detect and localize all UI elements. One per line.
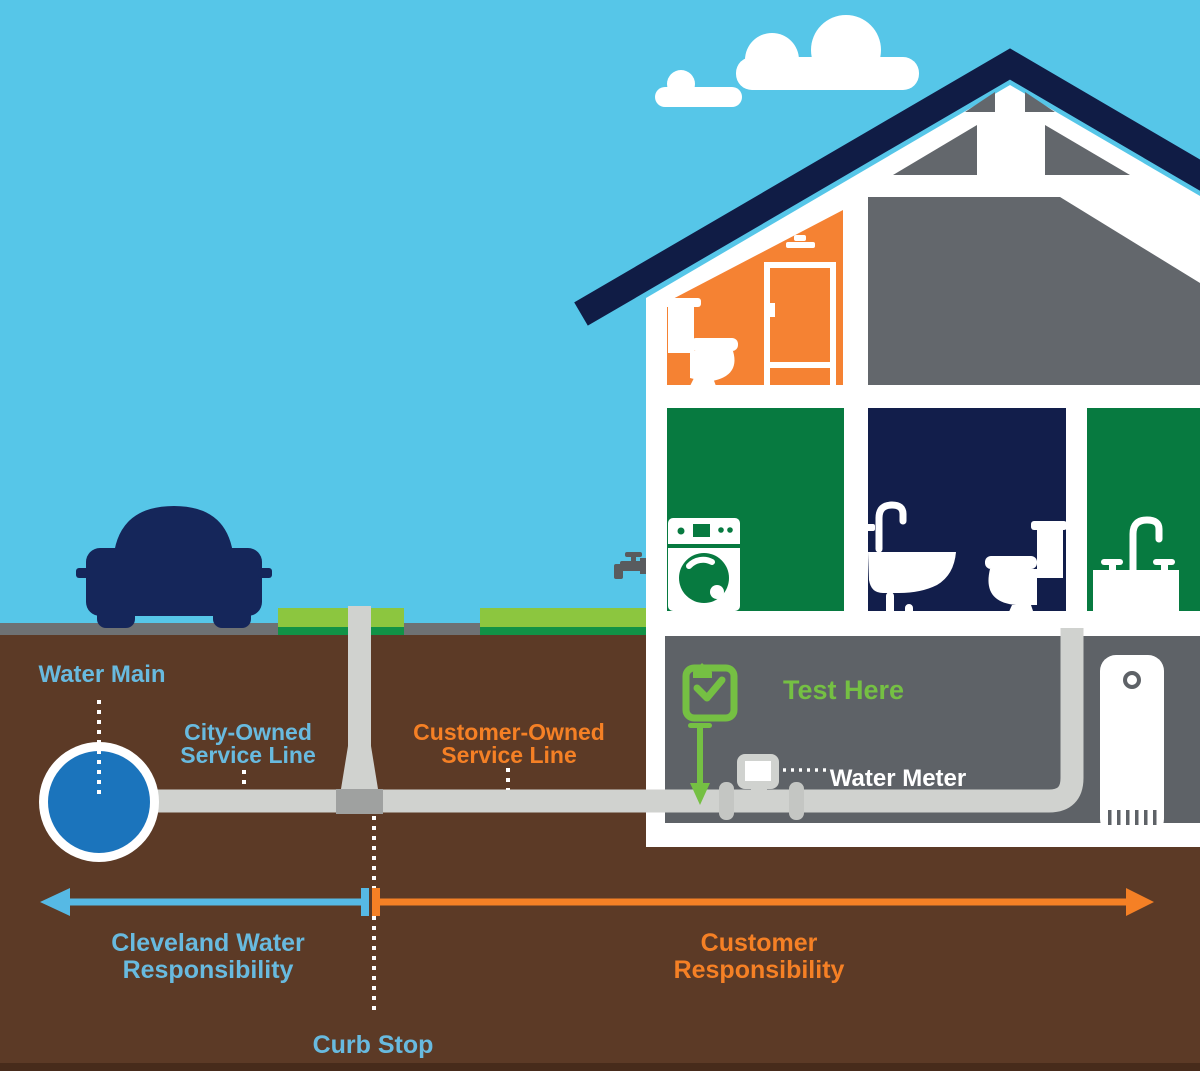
grass-strip-right bbox=[480, 608, 650, 635]
city-owned-label-line1: City-Owned bbox=[184, 719, 312, 745]
gable-truss bbox=[893, 92, 1130, 175]
test-here-arrow bbox=[688, 723, 712, 805]
water-meter-label: Water Meter bbox=[830, 765, 966, 792]
toilet-icon-bathroom bbox=[985, 521, 1067, 614]
pipe-coupling bbox=[789, 782, 804, 820]
pipe-coupling bbox=[719, 782, 734, 820]
kitchen-sink-icon bbox=[1093, 516, 1179, 611]
outdoor-spigot-icon bbox=[614, 552, 646, 579]
cloud-icon-small bbox=[655, 70, 742, 107]
leader-lines bbox=[97, 700, 510, 1012]
water-main-pipe bbox=[39, 742, 159, 862]
water-main-label: Water Main bbox=[38, 661, 165, 688]
shower-head-icon bbox=[786, 235, 815, 248]
customer-owned-label-line1: Customer-Owned bbox=[413, 719, 605, 745]
clipboard-check-icon bbox=[682, 663, 738, 722]
customer-responsibility-label-line2: Responsibility bbox=[674, 956, 845, 984]
curb-stop-assembly bbox=[336, 606, 383, 814]
city-owned-label-line2: Service Line bbox=[180, 742, 316, 768]
customer-responsibility-label-line1: Customer bbox=[701, 929, 818, 957]
cloud-icon-large bbox=[736, 15, 919, 90]
shower-stall-icon bbox=[764, 262, 836, 385]
car-silhouette bbox=[76, 506, 272, 628]
cleveland-responsibility-label-line2: Responsibility bbox=[123, 956, 294, 984]
water-heater-icon bbox=[1100, 655, 1164, 835]
cleveland-responsibility-label-line1: Cleveland Water bbox=[111, 929, 305, 957]
cleveland-responsibility-arrow bbox=[40, 888, 369, 916]
customer-owned-label-line2: Service Line bbox=[441, 742, 577, 768]
roof bbox=[574, 48, 1200, 326]
toilet-icon bbox=[663, 298, 738, 386]
grass-strip-left bbox=[278, 608, 404, 635]
ground-bottom-edge bbox=[0, 1063, 1200, 1071]
water-meter-icon bbox=[737, 754, 779, 794]
attic-room bbox=[868, 197, 1200, 385]
washing-machine-icon bbox=[668, 518, 740, 611]
test-here-label: Test Here bbox=[783, 675, 904, 705]
customer-responsibility-arrow bbox=[372, 888, 1154, 916]
wall-sink-icon bbox=[865, 501, 956, 627]
curb-stop-label: Curb Stop bbox=[313, 1031, 434, 1059]
diagram-labels: Water Main City-Owned Service Line Custo… bbox=[38, 661, 966, 1059]
service-pipe bbox=[100, 628, 1084, 813]
